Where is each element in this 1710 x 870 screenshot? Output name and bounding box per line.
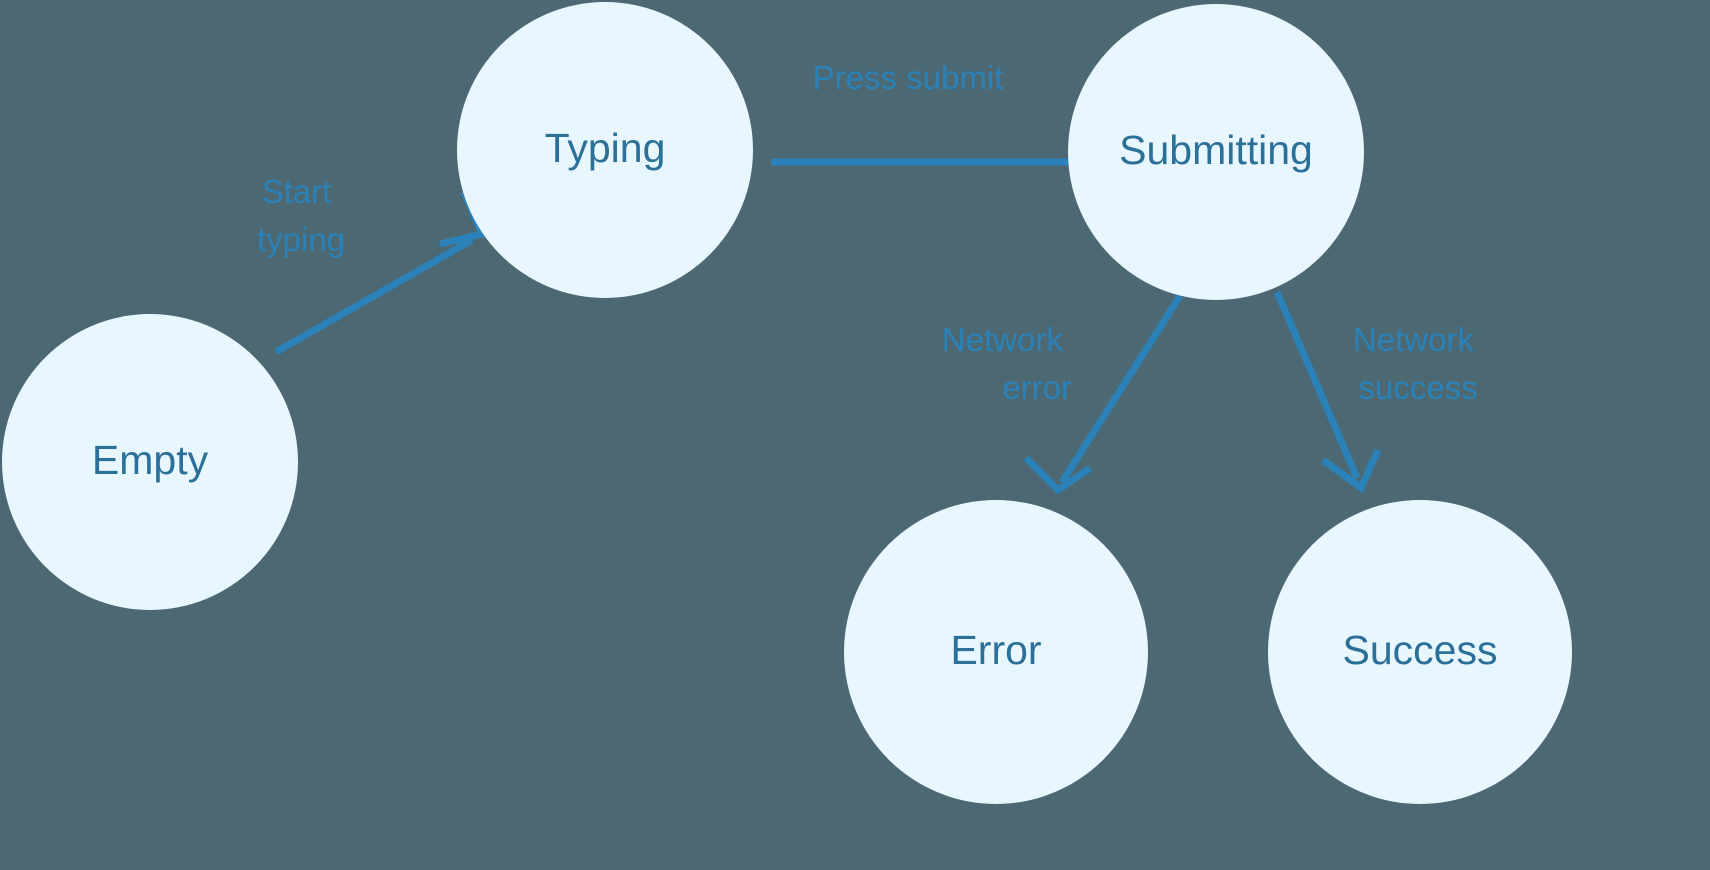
state-node-error[interactable]: Error (844, 500, 1148, 804)
edge-label-line: Press submit (813, 59, 1004, 96)
state-node-error-circle (844, 500, 1148, 804)
edge-submitting-to-error-label: Network error (942, 321, 1072, 406)
state-node-submitting[interactable]: Submitting (1068, 4, 1364, 300)
edge-empty-to-typing-line (274, 236, 474, 356)
state-node-typing[interactable]: Typing (457, 2, 753, 298)
state-node-typing-label: Typing (545, 125, 666, 171)
edge-label-line: Network (1353, 321, 1475, 358)
state-node-empty-circle (2, 314, 298, 610)
edge-submitting-to-error[interactable]: Network error (942, 294, 1183, 495)
edge-empty-to-typing-label: Start typing (257, 173, 345, 258)
state-node-success-circle (1268, 500, 1572, 804)
edge-empty-to-typing[interactable]: Start typing (257, 173, 487, 356)
state-node-submitting-label: Submitting (1119, 127, 1313, 173)
edge-label-line: success (1358, 369, 1477, 406)
state-node-success[interactable]: Success (1268, 500, 1572, 804)
state-node-error-label: Error (950, 627, 1041, 673)
edge-submitting-to-error-line (1059, 294, 1183, 484)
state-node-typing-circle (457, 2, 753, 298)
edge-submitting-to-success[interactable]: Network success (1273, 290, 1483, 494)
edge-submitting-to-success-label: Network success (1353, 321, 1483, 406)
state-node-submitting-circle (1068, 4, 1364, 300)
edge-submitting-to-error-arrowhead (1023, 455, 1092, 495)
state-node-success-label: Success (1343, 627, 1498, 673)
edge-typing-to-submitting[interactable]: Press submit (771, 59, 1150, 191)
edge-label-line: typing (257, 221, 345, 258)
edge-label-line: error (1002, 369, 1072, 406)
edge-label-line: Start (262, 173, 332, 210)
state-node-empty[interactable]: Empty (2, 314, 298, 610)
edge-submitting-to-success-line (1273, 290, 1361, 480)
edge-submitting-to-success-arrowhead (1320, 448, 1382, 494)
state-node-empty-label: Empty (92, 437, 209, 483)
edge-label-line: Network (942, 321, 1064, 358)
edge-typing-to-submitting-label: Press submit (813, 59, 1004, 96)
